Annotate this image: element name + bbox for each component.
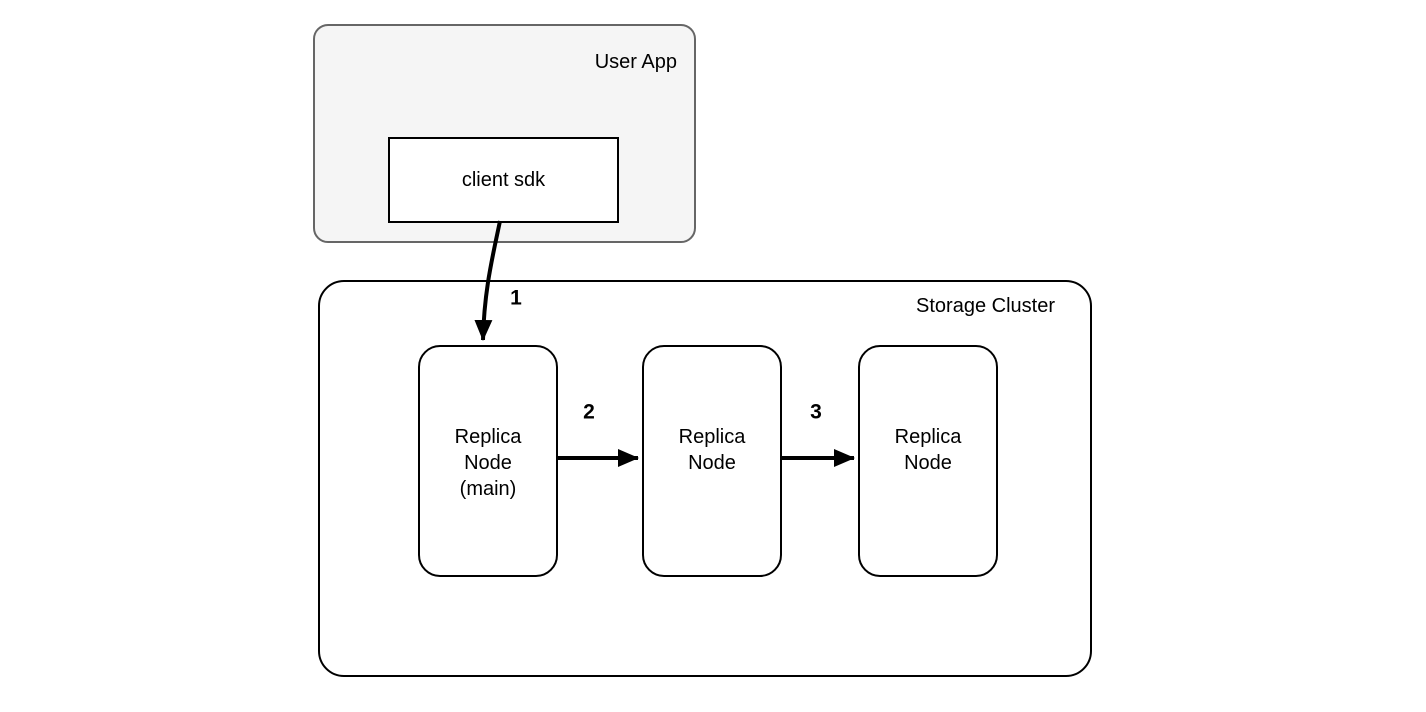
arrow-2-label: 2 [583, 400, 595, 424]
replica-node-3-label: Replica Node [894, 426, 962, 474]
replica-node-2-label: Replica Node [678, 426, 746, 474]
storage-cluster-container: Storage Cluster Replica Node (main) Repl… [318, 280, 1092, 677]
arrow-1-label: 1 [510, 286, 522, 310]
client-sdk-label: client sdk [461, 168, 546, 191]
user-app-label: User App [594, 51, 677, 73]
client-sdk-box: client sdk [388, 137, 619, 223]
arrow-3-label: 3 [810, 400, 822, 424]
replica-node-main-label: Replica Node (main) [454, 426, 522, 500]
storage-cluster-label: Storage Cluster [916, 295, 1055, 317]
user-app-container: User App client sdk [313, 24, 696, 243]
replica-node-3: Replica Node [858, 345, 998, 577]
replica-node-2: Replica Node [642, 345, 782, 577]
replica-node-main: Replica Node (main) [418, 345, 558, 577]
